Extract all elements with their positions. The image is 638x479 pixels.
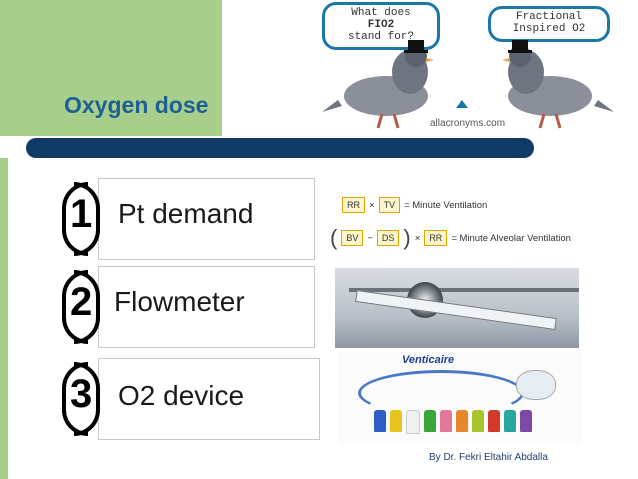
formula-rr-box: RR [342,197,365,213]
formula-bv-box: BV [341,230,364,246]
item-1-label: Pt demand [118,198,254,229]
formula-result-label: = Minute Ventilation [404,199,488,211]
bubble-left-line-1: What does [351,7,411,19]
item-3-label: O2 device [118,380,245,411]
slide-title: Oxygen dose [64,92,209,118]
bubble-right-line-1: Fractional [515,11,582,23]
pigeon-left-icon [322,40,434,129]
bubble-left-line-2: FIO2 [367,19,395,31]
formula-minute-ventilation: RR × TV = Minute Ventilation [342,197,487,213]
valve-purple [520,410,532,432]
pigeon-cartoon: What does FIO2 stand for? Fractional Ins… [318,0,620,136]
green-accent-strip [0,158,8,479]
flowmeter-rod [349,288,579,292]
valve-white [406,410,420,434]
item-3-number: 3 [70,372,93,416]
paren-close: ) [403,225,411,250]
item-2-number: 2 [70,280,93,324]
cartoon-watermark: allacronyms.com [430,118,506,129]
item-box-2 [98,266,315,348]
pigeon-illustration [322,40,614,129]
pigeon-right-icon [502,40,614,129]
logo-arrow-icon [456,100,468,108]
valve-red [488,410,500,432]
formula-times-symbol: × [369,199,375,211]
face-mask-icon [516,370,556,400]
venturi-device-image: Venticaire [338,352,582,444]
item-1-number: 1 [70,192,93,236]
flowmeter-tube [355,290,557,330]
formula-ds-box: DS [376,230,400,246]
venturi-valves [374,410,532,434]
flowmeter-photo [335,268,579,348]
valve-blue [374,410,386,432]
valve-green [424,410,436,432]
formula-alveolar-ventilation: ( BV − DS ) × RR = Minute Alveolar Venti… [330,225,571,250]
valve-lime [472,410,484,432]
title-divider-bar [26,138,534,158]
paren-open: ( [330,225,338,250]
formula-rr-box-2: RR [424,230,448,246]
formula-alveolar-result-label: = Minute Alveolar Ventilation [451,232,571,244]
slide-footer-author: By Dr. Fekri Eltahir Abdalla [429,452,548,463]
valve-teal [504,410,516,432]
item-box-1 [98,178,315,260]
speech-bubble-left: What does FIO2 stand for? [322,2,440,50]
item-box-3 [98,358,320,440]
green-accent-panel [0,0,222,136]
formula-times-symbol-2: × [414,232,421,244]
speech-bubble-right: Fractional Inspired O2 [488,6,610,42]
item-2-label: Flowmeter [114,286,245,317]
valve-orange [456,410,468,432]
formula-tv-box: TV [378,197,401,213]
bubble-right-line-2: Inspired O2 [512,23,586,35]
formula-minus-symbol: − [367,232,373,244]
valve-yellow [390,410,402,432]
valve-pink [440,410,452,432]
device-brand: Venticaire [402,354,455,366]
bubble-left-line-3: stand for? [347,31,414,43]
